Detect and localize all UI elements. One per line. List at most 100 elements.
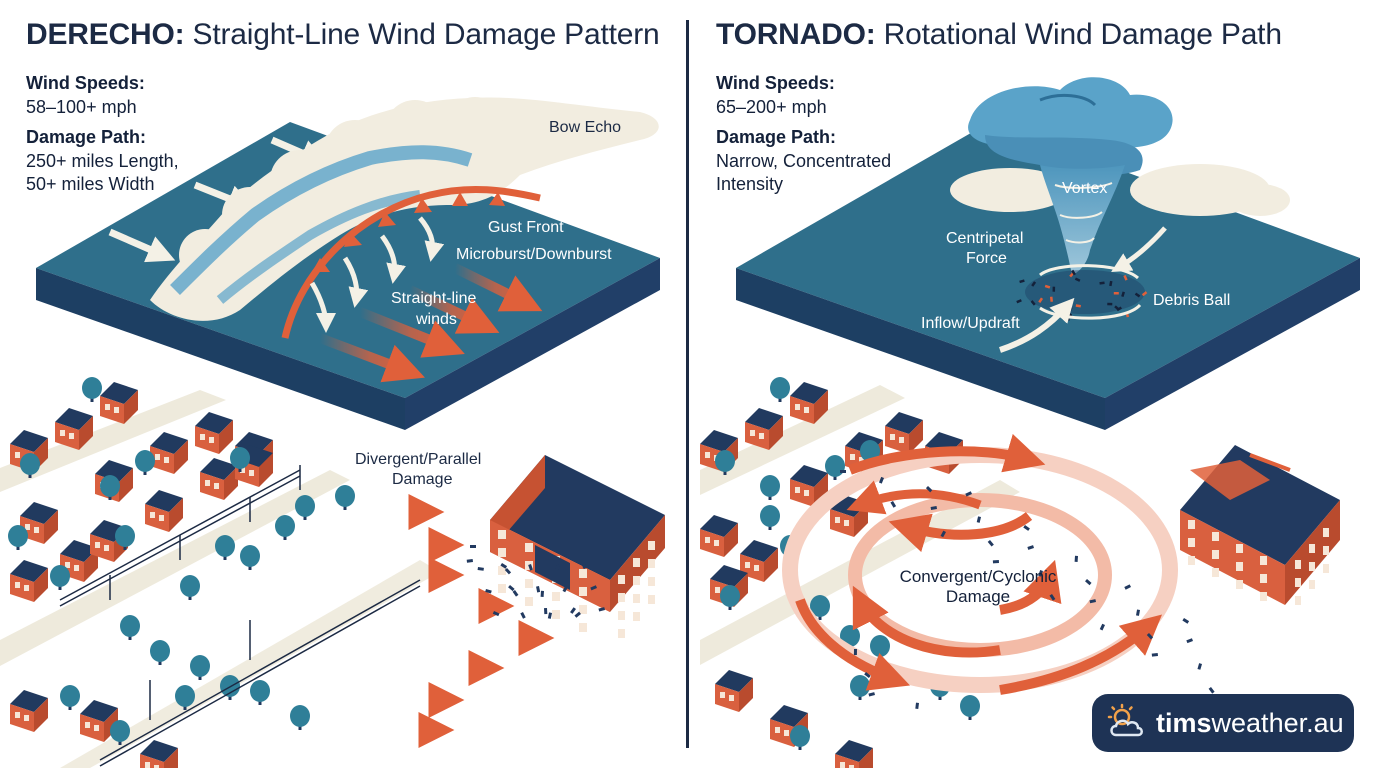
house <box>200 458 238 500</box>
bow-echo-cloud <box>150 97 659 321</box>
tree <box>20 453 40 478</box>
label-gust-front: Gust Front <box>488 219 564 236</box>
tree <box>240 545 260 570</box>
house <box>100 382 138 424</box>
house <box>195 412 233 454</box>
divergent-damage-arrows <box>150 494 555 748</box>
tree <box>810 595 830 620</box>
house <box>710 565 748 607</box>
tree <box>870 635 890 660</box>
tornado-speed-heading: Wind Speeds: <box>716 73 835 93</box>
tornado-title-rest: Rotational Wind Damage Path <box>875 18 1282 51</box>
derecho-speed-value: 58–100+ mph <box>26 97 137 117</box>
tree <box>82 377 102 402</box>
derecho-path-heading: Damage Path: <box>26 127 147 147</box>
label-convergent-1: Convergent/Cyclonic <box>899 567 1057 586</box>
house <box>10 560 48 602</box>
house <box>790 382 828 424</box>
house <box>700 515 738 557</box>
right-scattered-debris <box>840 470 1215 709</box>
derecho-title: DERECHO: Straight-Line Wind Damage Patte… <box>26 18 660 52</box>
tree <box>715 450 735 475</box>
label-convergent-2: Damage <box>945 587 1011 606</box>
left-building <box>490 455 665 638</box>
label-centripetal-1: Centripetal <box>946 230 1024 247</box>
label-straight-line-2: winds <box>416 311 457 328</box>
label-centripetal-2: Force <box>966 250 1007 267</box>
tree <box>8 525 28 550</box>
label-straight-line-1: Straight-line <box>391 290 477 307</box>
tree <box>335 485 355 510</box>
tree <box>770 377 790 402</box>
tree <box>215 535 235 560</box>
derecho-speed-heading: Wind Speeds: <box>26 73 145 93</box>
tree <box>760 475 780 500</box>
tree <box>180 575 200 600</box>
tree <box>150 640 170 665</box>
house <box>80 700 118 742</box>
derecho-title-bold: DERECHO: <box>26 18 185 51</box>
house <box>10 690 48 732</box>
house <box>790 465 828 507</box>
tornado-ground-slab <box>736 122 1360 430</box>
left-scattered-debris <box>466 545 606 619</box>
tree <box>50 565 70 590</box>
tornado-funnel <box>1040 165 1125 275</box>
tree <box>790 725 810 750</box>
brand-name-rest: weather.au <box>1211 707 1344 738</box>
house <box>60 540 98 582</box>
label-debris-ball: Debris Ball <box>1153 292 1231 309</box>
tree <box>135 450 155 475</box>
house <box>885 412 923 454</box>
label-vortex: Vortex <box>1062 180 1108 197</box>
tornado-path-line1: Narrow, Concentrated <box>716 151 892 171</box>
derecho-path-line2: 50+ miles Width <box>26 174 155 194</box>
tree <box>275 515 295 540</box>
brand-name: timsweather.au <box>1156 708 1344 739</box>
tornado-title: TORNADO: Rotational Wind Damage Path <box>716 18 1282 52</box>
derecho-path-line1: 250+ miles Length, <box>26 151 179 171</box>
tree <box>850 675 870 700</box>
tree <box>720 585 740 610</box>
tornado-speed-value: 65–200+ mph <box>716 97 827 117</box>
house <box>145 490 183 532</box>
label-inflow-updraft: Inflow/Updraft <box>921 315 1020 332</box>
label-divergent-2: Damage <box>392 471 453 488</box>
tornado-title-bold: TORNADO: <box>716 18 876 51</box>
cloud-sun-icon <box>1107 703 1143 737</box>
cyclonic-damage-rings <box>782 433 1178 695</box>
right-building <box>1180 445 1340 605</box>
tree <box>760 505 780 530</box>
derecho-title-rest: Straight-Line Wind Damage Pattern <box>184 18 660 51</box>
house <box>745 408 783 450</box>
tornado-path-line2: Intensity <box>716 174 784 194</box>
downburst-arrows <box>309 216 445 333</box>
house <box>715 670 753 712</box>
panel-divider <box>686 20 689 748</box>
label-microburst: Microburst/Downburst <box>456 246 612 263</box>
tree <box>290 705 310 730</box>
brand-badge: timsweather.au <box>1092 694 1354 752</box>
inflow-arrows <box>999 226 1167 353</box>
tree <box>220 675 240 700</box>
tree <box>960 695 980 720</box>
house <box>55 408 93 450</box>
brand-name-bold: tims <box>1156 707 1212 738</box>
tree <box>60 685 80 710</box>
house <box>20 502 58 544</box>
tornado-clouds <box>950 77 1290 216</box>
tree <box>100 475 120 500</box>
label-bow-echo: Bow Echo <box>549 119 622 136</box>
tornado-path-heading: Damage Path: <box>716 127 837 147</box>
tree <box>120 615 140 640</box>
house <box>150 432 188 474</box>
house <box>140 740 178 768</box>
right-trees <box>715 377 980 750</box>
straight-line-wind-arrows <box>318 263 543 383</box>
label-divergent-1: Divergent/Parallel <box>355 451 482 468</box>
tree <box>115 525 135 550</box>
left-trees <box>8 377 355 745</box>
tree <box>230 447 250 472</box>
house <box>835 740 873 768</box>
